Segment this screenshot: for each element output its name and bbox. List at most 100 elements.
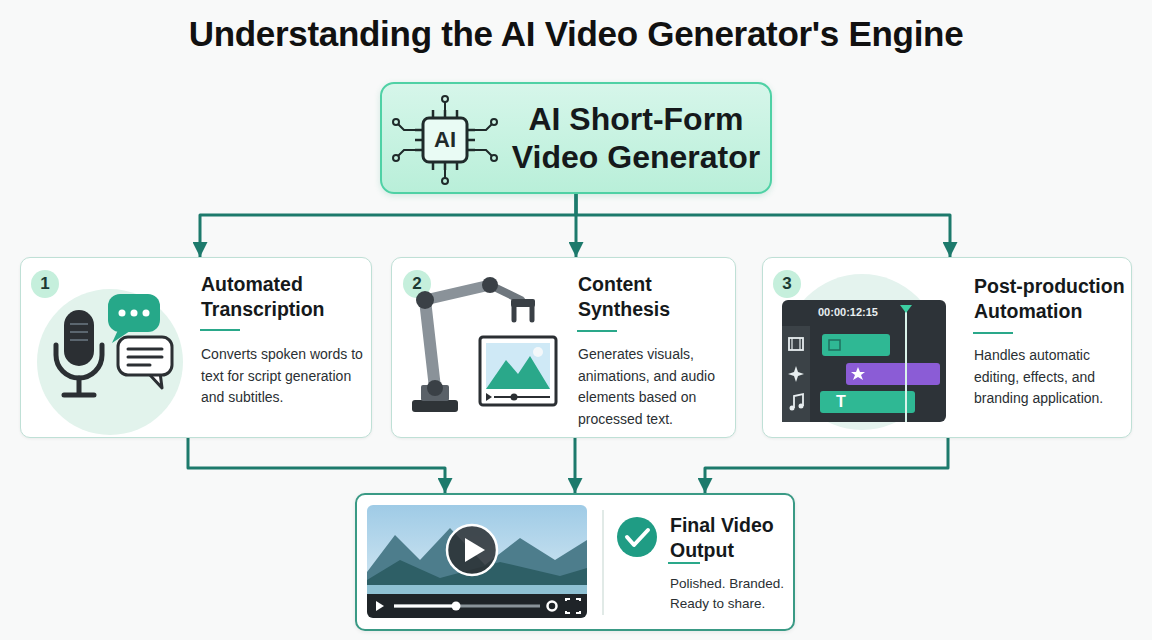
music-icon — [799, 404, 804, 409]
robot-gripper — [511, 299, 535, 307]
check-badge — [617, 517, 657, 557]
heading-underline — [973, 332, 1013, 334]
video-hills — [367, 560, 587, 594]
flow-connector — [574, 438, 577, 493]
robot-joint — [427, 380, 443, 396]
heading-underline — [668, 562, 700, 564]
step-card: Automated TranscriptionConverts spoken w… — [20, 257, 372, 438]
step-heading: Post-production Automation — [974, 274, 1132, 324]
chip-icon — [393, 96, 497, 184]
robot-segment — [425, 300, 435, 388]
video-track — [822, 334, 890, 356]
step-number: 3 — [773, 270, 801, 298]
picture-scrubber — [511, 394, 518, 401]
robot-base — [412, 400, 458, 412]
bubble-tail — [112, 330, 130, 343]
output-description: Polished. Branded. Ready to share. — [670, 574, 794, 614]
callout-number: 1 — [31, 270, 59, 298]
bubble-dot — [131, 310, 138, 317]
circuit-node — [491, 155, 497, 161]
video-controls — [367, 594, 587, 618]
film-icon — [789, 338, 803, 350]
microphone-holder — [56, 345, 102, 378]
robot-segment — [490, 285, 521, 300]
circuit-node — [393, 155, 399, 161]
text-bubble — [118, 337, 172, 375]
timeline-panel — [782, 300, 946, 422]
output-card: Final Video OutputPolished. Branded. Rea… — [355, 493, 795, 631]
video-lake — [367, 585, 587, 597]
star-icon — [851, 367, 865, 380]
speech-bubble — [108, 294, 160, 332]
robot-joint — [482, 277, 498, 293]
heading-underline — [200, 329, 240, 331]
step-heading: Content Synthesis — [578, 272, 728, 322]
flow-connector — [576, 194, 950, 257]
bubble-dot — [143, 310, 150, 317]
bubble-tail — [150, 372, 162, 388]
step-card: Content SynthesisGenerates visuals, anim… — [391, 257, 736, 438]
microphone-capsule — [64, 310, 94, 366]
circuit-node — [442, 178, 448, 184]
icon-backdrop — [37, 289, 183, 435]
callout-number: 3 — [773, 270, 801, 298]
timeline-illustration — [782, 274, 946, 430]
control-settings — [548, 602, 557, 611]
divider-line — [602, 510, 604, 615]
bubble-lines — [128, 349, 162, 365]
timeline-sidebar — [782, 326, 810, 422]
step-heading: Automated Transcription — [201, 272, 361, 322]
effects-icon — [788, 366, 804, 382]
check-mark — [627, 530, 648, 545]
flow-connector — [705, 438, 948, 493]
step-number: 2 — [403, 270, 431, 298]
text-track — [820, 391, 915, 413]
circuit-node — [393, 119, 399, 125]
microphone-illustration — [37, 289, 183, 435]
circuit-trace — [398, 102, 492, 178]
generator-title: AI Short-Form Video Generator — [505, 100, 767, 176]
bubble-dot — [119, 310, 126, 317]
play-button — [447, 525, 497, 575]
step-description: Converts spoken words to text for script… — [201, 344, 373, 409]
control-fullscreen — [566, 599, 580, 613]
picture-frame — [480, 337, 556, 405]
video-mountains — [367, 528, 587, 580]
flow-connector — [200, 194, 576, 257]
play-triangle — [465, 538, 485, 562]
effects-track — [846, 363, 940, 385]
picture-sun — [533, 347, 543, 357]
playhead-marker — [900, 305, 912, 313]
film-icon — [829, 340, 840, 350]
chip-pins — [415, 110, 475, 170]
film-icon — [792, 338, 800, 350]
step-number: 1 — [31, 270, 59, 298]
video-thumbnail — [367, 505, 587, 618]
robot-arm-illustration — [412, 277, 556, 412]
circuit-node — [491, 119, 497, 125]
picture-mountains — [486, 356, 550, 389]
playhead — [905, 310, 907, 422]
icon-backdrop — [784, 274, 940, 430]
microphone-grille — [70, 324, 88, 340]
robot-joint — [416, 291, 434, 309]
picture-play — [486, 393, 492, 401]
step-description: Handles automatic editing, effects, and … — [974, 345, 1130, 410]
picture-sky — [486, 343, 550, 389]
microphone-stand — [64, 378, 94, 395]
output-heading: Final Video Output — [670, 513, 792, 563]
control-progress — [394, 605, 456, 608]
music-icon — [794, 394, 803, 408]
control-scrubber — [452, 602, 461, 611]
diagram-title: Understanding the AI Video Generator's E… — [0, 12, 1152, 56]
robot-segment — [425, 285, 490, 300]
robot-base — [421, 385, 449, 401]
callout-number: 2 — [403, 270, 431, 298]
generator-box: AI Short-Form Video Generator — [380, 82, 772, 194]
step-card: Post-production AutomationHandles automa… — [762, 257, 1132, 438]
heading-underline — [577, 330, 617, 332]
picture-progress — [494, 396, 550, 398]
control-play — [376, 601, 384, 611]
video-frame — [367, 505, 587, 618]
